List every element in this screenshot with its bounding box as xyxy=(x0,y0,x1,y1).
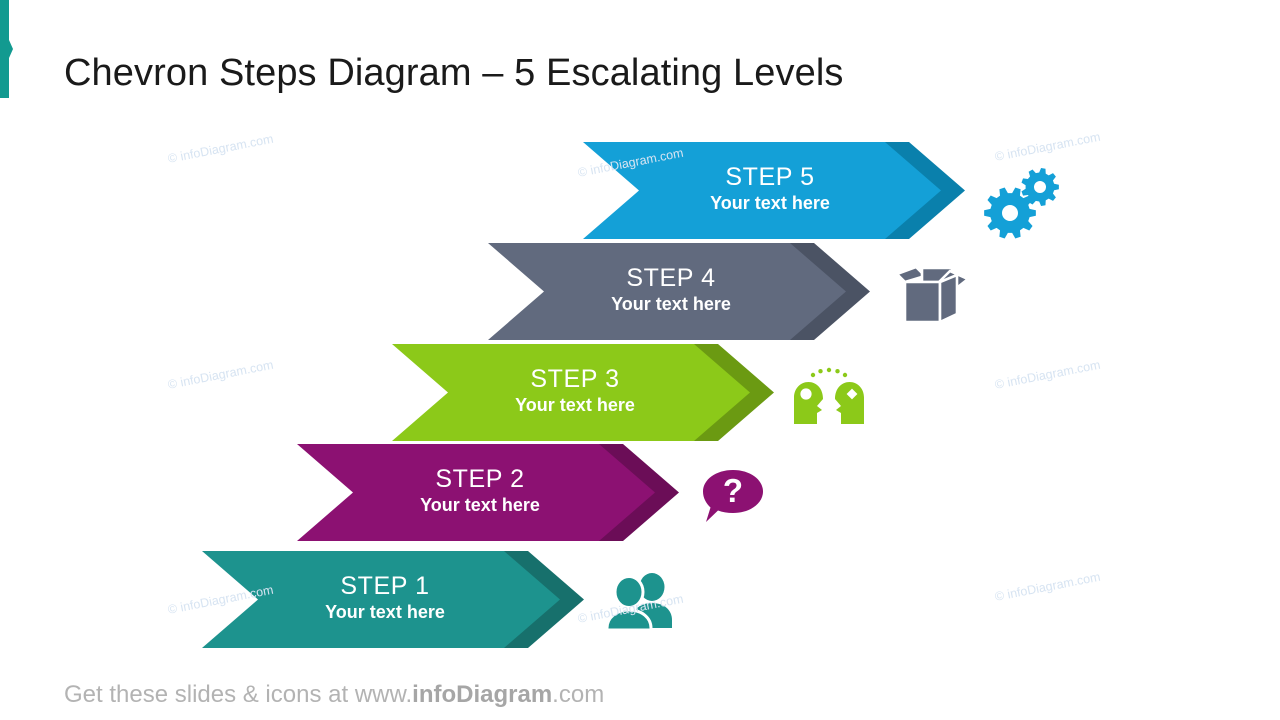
chevron-shape-step-1[interactable] xyxy=(202,551,588,652)
chevron-shape-step-2[interactable] xyxy=(297,444,683,545)
accent-bar-shape xyxy=(0,0,13,98)
svg-text:?: ? xyxy=(723,472,743,509)
chevron-step-3[interactable] xyxy=(392,344,778,445)
chevron-step-2[interactable] xyxy=(297,444,683,545)
chevron-step-4[interactable] xyxy=(488,243,874,344)
chevron-body-step-2[interactable] xyxy=(297,444,655,541)
footer-credit: Get these slides & icons at www.infoDiag… xyxy=(64,681,604,709)
footer-suffix: .com xyxy=(552,681,605,708)
open-box-icon xyxy=(892,261,972,327)
footer-prefix: Get these slides & icons at www. xyxy=(64,681,413,708)
footer-brand: infoDiagram xyxy=(412,681,553,708)
chevron-body-step-4[interactable] xyxy=(488,243,846,340)
people-icon xyxy=(604,570,678,632)
chevron-body-step-5[interactable] xyxy=(583,142,941,239)
chevron-step-1[interactable] xyxy=(202,551,588,652)
chevron-shape-step-5[interactable] xyxy=(583,142,969,243)
chevron-step-5[interactable] xyxy=(583,142,969,243)
gears-icon xyxy=(981,165,1069,239)
page-title: Chevron Steps Diagram – 5 Escalating Lev… xyxy=(64,52,844,95)
chevron-shape-step-4[interactable] xyxy=(488,243,874,344)
chevron-body-step-3[interactable] xyxy=(392,344,750,441)
chevron-shape-step-3[interactable] xyxy=(392,344,778,445)
header-accent-bar xyxy=(0,0,14,98)
two-heads-icon xyxy=(791,366,867,430)
chevron-body-step-1[interactable] xyxy=(202,551,560,648)
question-bubble-icon: ? xyxy=(700,468,766,526)
